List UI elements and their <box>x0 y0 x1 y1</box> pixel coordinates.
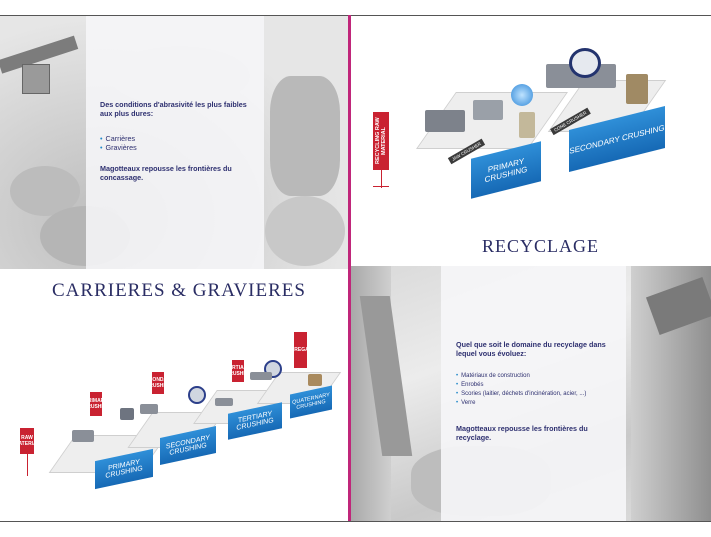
vsi-crusher-machine <box>188 386 206 404</box>
product-photo <box>626 74 648 104</box>
bullet-icon: • <box>100 143 103 153</box>
left-text-panel <box>86 16 264 269</box>
page-spine <box>348 15 351 521</box>
bullet-icon: • <box>456 400 459 406</box>
stage-primary-crushing: PRIMARY CRUSHING <box>471 141 541 199</box>
recycling-process-diagram: PRIMARY CRUSHING SECONDARY CRUSHING RECY… <box>351 40 711 200</box>
right-intro: Quel que soit le domaine du recyclage da… <box>456 340 606 359</box>
flag-pole <box>381 170 382 188</box>
flag-recycling-raw-material: RECYCLING RAW MATERIAL <box>373 112 389 170</box>
flag-raw-material: RAW MATERIAL <box>14 428 40 454</box>
quarry-process-diagram: PRIMARY CRUSHING SECONDARY CRUSHING TERT… <box>0 320 348 520</box>
jaw-crusher-machine <box>425 110 465 132</box>
list-item: •Matériaux de construction <box>456 373 530 379</box>
flag-secondary-crusher: SECONDARY CRUSHER <box>142 372 174 394</box>
material-photo <box>519 112 535 138</box>
flag-tertiary-crusher: TERTIARY CRUSHER <box>226 360 250 382</box>
flag-pole <box>27 454 28 476</box>
list-item: •Gravières <box>100 143 137 153</box>
bottom-rule <box>0 521 711 522</box>
right-page-title: RECYCLAGE <box>482 236 599 256</box>
flag-aggregates: AGGREGATES <box>283 332 318 368</box>
bullet-icon: • <box>456 373 459 379</box>
bullet-icon: • <box>456 391 459 397</box>
bullet-icon: • <box>456 382 459 388</box>
left-bullet-list: •Carrières •Gravières <box>100 134 137 153</box>
screen-machine-2 <box>250 372 272 380</box>
cone-crusher-machine <box>120 408 134 420</box>
bullet-icon: • <box>100 134 103 143</box>
right-bullet-list: •Matériaux de construction •Enrobés •Sco… <box>456 372 621 408</box>
list-item: •Scories (laitier, déchets d'incinératio… <box>456 391 587 397</box>
aggregate-photo <box>308 374 322 386</box>
screen-machine <box>473 100 503 120</box>
list-item: •Enrobés <box>456 382 484 388</box>
flag-primary-crusher: PRIMARY CRUSHER <box>84 392 108 416</box>
right-text-panel <box>441 266 626 521</box>
left-page-title: CARRIERES & GRAVIERES <box>52 280 306 301</box>
conveyor-machine <box>215 398 233 406</box>
left-intro: Des conditions d'abrasivité les plus fai… <box>100 100 247 119</box>
list-item: •Carrières <box>100 134 136 143</box>
flag-base <box>373 186 389 187</box>
top-rule <box>0 15 711 16</box>
vsi-crusher-machine <box>569 48 601 78</box>
list-item: •Verre <box>456 400 476 406</box>
jaw-crusher-machine <box>72 430 94 442</box>
screen-machine <box>140 404 158 414</box>
cone-crusher-machine <box>511 84 533 106</box>
